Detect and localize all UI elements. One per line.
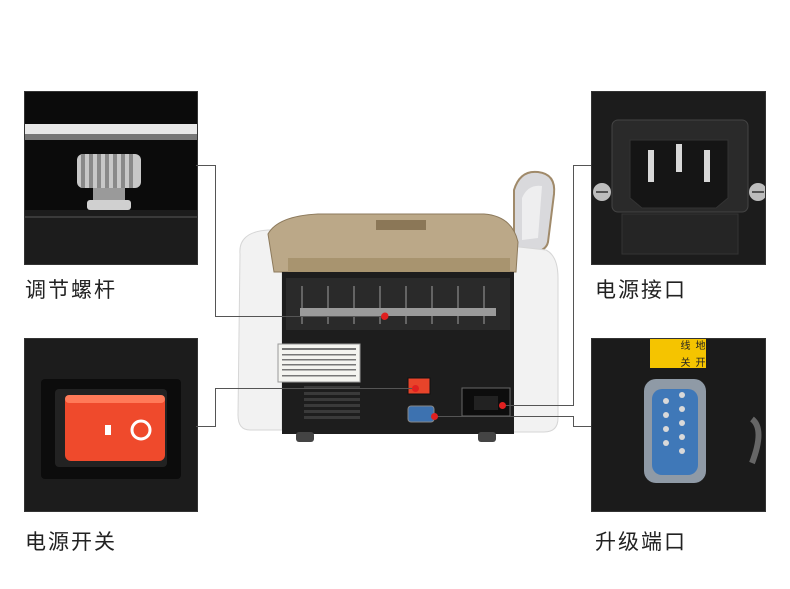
upgrade-sticker: 地线 开关 [650, 339, 706, 368]
power-switch-image [25, 339, 197, 511]
connector-line-power-h1 [574, 165, 591, 166]
connector-line-switch-v [215, 388, 216, 427]
power-port-photo [591, 91, 766, 265]
connector-line-upgrade-h1 [574, 426, 591, 427]
connector-line-power-h2 [502, 405, 574, 406]
power-switch-caption: 电源开关 [25, 530, 117, 554]
money-counter-rear-image [237, 170, 559, 442]
marker-dot-power [499, 402, 506, 409]
upgrade-sticker-text-2: 开关 [678, 357, 704, 367]
adjust-screw-photo [24, 91, 198, 265]
marker-dot-screw [381, 313, 388, 320]
power-switch-photo [24, 338, 198, 512]
upgrade-sticker-text-1: 地线 [678, 340, 704, 350]
connector-line-screw-v [215, 165, 216, 317]
adjust-screw-image [25, 92, 197, 264]
connector-line-power-v [573, 165, 574, 405]
connector-line-upgrade-h2 [434, 416, 574, 417]
connector-line-upgrade-v [573, 416, 574, 427]
upgrade-port-caption: 升级端口 [595, 530, 687, 554]
power-port-caption: 电源接口 [595, 278, 687, 302]
power-socket-image [592, 92, 765, 264]
marker-dot-switch [412, 385, 419, 392]
connector-line-switch-h1 [196, 426, 216, 427]
connector-line-switch-h2 [215, 388, 415, 389]
upgrade-port-photo: 地线 开关 [591, 338, 766, 512]
marker-dot-upgrade [431, 413, 438, 420]
connector-line-screw-h1 [196, 165, 216, 166]
adjust-screw-caption: 调节螺杆 [25, 278, 117, 302]
connector-line-screw-h2 [215, 316, 385, 317]
